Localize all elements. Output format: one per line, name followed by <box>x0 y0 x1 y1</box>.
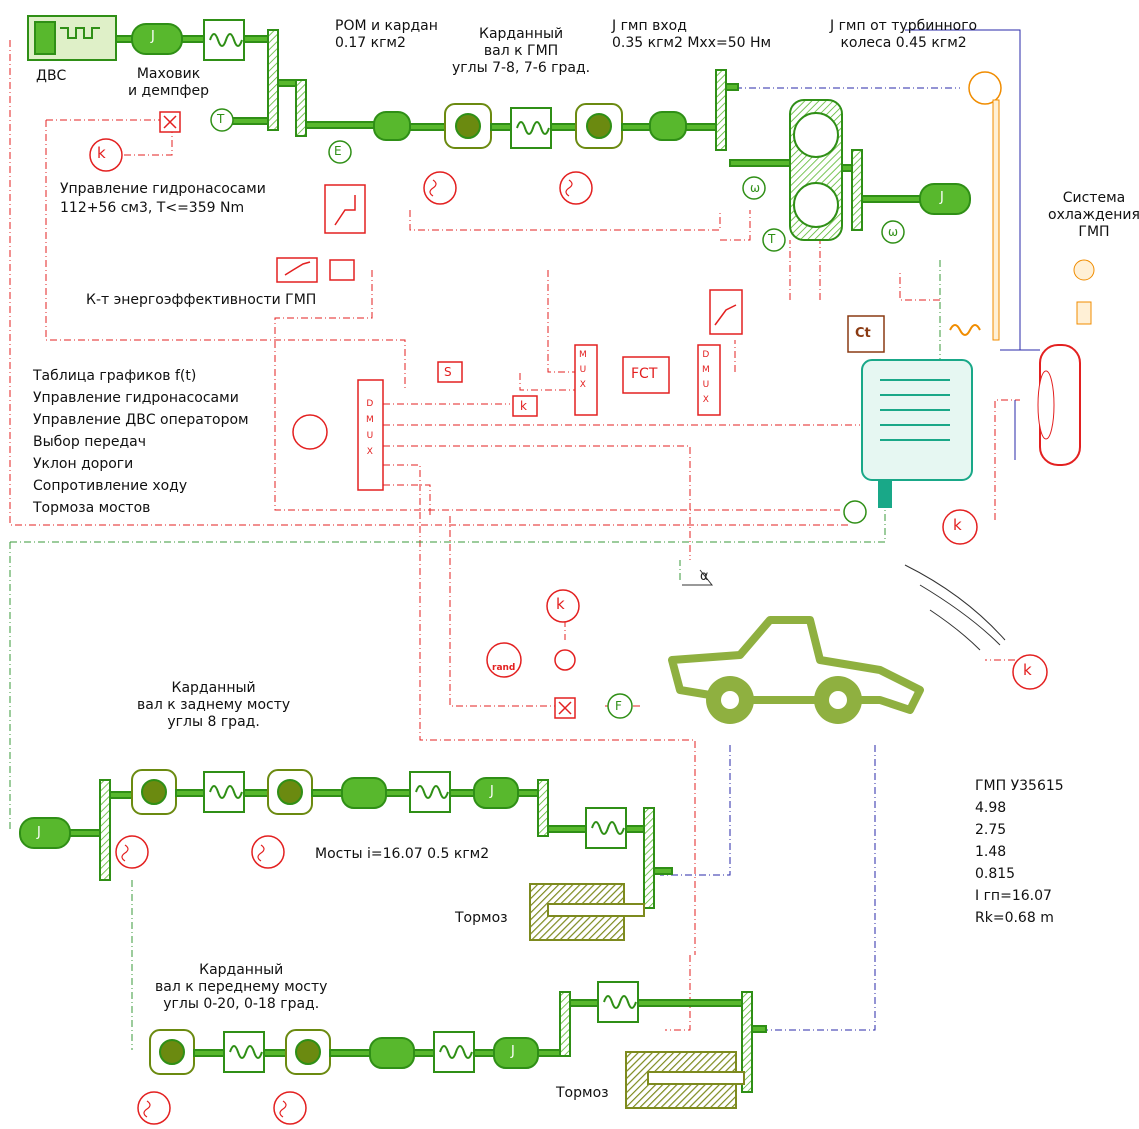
product-block <box>329 259 355 281</box>
k-gain-4 <box>1012 654 1048 690</box>
flywheel-label: Маховик и демпфер <box>128 66 210 99</box>
cooling-label: Система охлаждения ГМП <box>1048 190 1139 240</box>
k-label-1: k <box>97 144 106 162</box>
mux-block-1 <box>574 344 598 416</box>
fct-block <box>622 356 670 394</box>
front-driveline <box>149 981 767 1109</box>
data-table-source <box>292 414 328 450</box>
j-label-2: J <box>940 190 944 205</box>
dmux-block-main <box>357 379 384 491</box>
k-label-5: k <box>1023 661 1032 679</box>
k-gain-1 <box>89 138 123 172</box>
nonlinear-block-1 <box>324 184 366 234</box>
signal-wires <box>9 40 1020 1031</box>
k-label-2: k <box>520 399 527 413</box>
green-signal-wires <box>9 260 941 1050</box>
dmux-block-1 <box>697 344 721 416</box>
multiply-junction <box>554 649 576 671</box>
energy-sensor <box>328 140 352 164</box>
data-table-list: Таблица графиков f(t) Управление гидрона… <box>33 368 249 516</box>
brake-label-1: Тормоз <box>455 910 508 926</box>
e-label-1: E <box>334 144 342 158</box>
j-label-4: J <box>490 784 494 799</box>
ct-block <box>847 315 885 353</box>
rear-driveline <box>19 769 673 941</box>
front-cardan-label: Карданный вал к переднему мосту углы 0-2… <box>155 962 328 1012</box>
loader-vehicle <box>668 616 924 724</box>
cardan-to-gmp-label: Карданный вал к ГМП углы 7-8, 7-6 град. <box>452 26 591 76</box>
flywheel-inertia <box>131 23 183 55</box>
omega-label-1: ω <box>750 181 761 195</box>
k-label-4: k <box>953 516 962 534</box>
top-driveline <box>27 15 971 241</box>
blue-signal-wires <box>905 29 1040 460</box>
rand-source <box>486 642 522 678</box>
s-label: S <box>444 365 452 379</box>
rear-inertia <box>19 817 71 849</box>
j-label-3: J <box>37 825 41 840</box>
saturation-block <box>276 257 318 283</box>
dmux-label-1: D M U X <box>702 350 710 405</box>
alpha-label: α <box>700 569 709 584</box>
rear-cardan-label: Карданный вал к заднему мосту углы 8 гра… <box>137 680 291 730</box>
j-label-5: J <box>511 1044 515 1059</box>
cooling-system <box>861 99 1095 508</box>
f-label: F <box>615 699 622 713</box>
j-label-1: J <box>151 29 155 44</box>
gmp-heat-exchanger <box>861 359 973 481</box>
omega-label-2: ω <box>888 225 899 239</box>
angle-source-1 <box>423 171 457 205</box>
axles-label: Мосты i=16.07 0.5 кгм2 <box>315 846 490 862</box>
t-label-2: T <box>768 232 776 246</box>
pump-control-label: Управление гидронасосами 112+56 см3, Т<=… <box>60 181 266 216</box>
k-gain-2 <box>546 589 580 623</box>
k-label-3: k <box>556 595 565 613</box>
torque-sensor-2 <box>762 228 786 252</box>
ct-label: Ct <box>855 326 871 341</box>
k-gain-3 <box>942 509 978 545</box>
control-blocks <box>159 111 885 719</box>
engine-label: ДВС <box>36 68 67 84</box>
force-source <box>607 693 633 719</box>
t-label-1: T <box>217 112 225 126</box>
mux-label: M U X <box>579 350 587 390</box>
gmp-params: ГМП У35615 4.98 2.75 1.48 0.815 I гп=16.… <box>975 778 1064 926</box>
torque-sensor-1 <box>210 108 234 132</box>
speed-sensor-1 <box>742 176 766 200</box>
brake-label-2: Тормоз <box>556 1085 609 1101</box>
dmux-label-2: D M U X <box>366 399 374 457</box>
angle-source-2 <box>559 171 593 205</box>
speed-sensor-2 <box>881 220 905 244</box>
pto-cardan-label: РОМ и кардан 0.17 кгм2 <box>335 18 438 51</box>
energy-sensor-2 <box>843 500 867 524</box>
efficiency-label: К-т энергоэффективности ГМП <box>86 292 317 308</box>
j-gmp-turbine-label: J гмп от турбинного колеса 0.45 кгм2 <box>830 18 978 51</box>
pump-orange <box>968 71 1002 105</box>
fct-label: FCT <box>631 366 658 382</box>
rand-label: rand <box>492 663 516 673</box>
j-gmp-input-label: J гмп вход 0.35 кгм2 Мхх=50 Нм <box>612 18 772 51</box>
